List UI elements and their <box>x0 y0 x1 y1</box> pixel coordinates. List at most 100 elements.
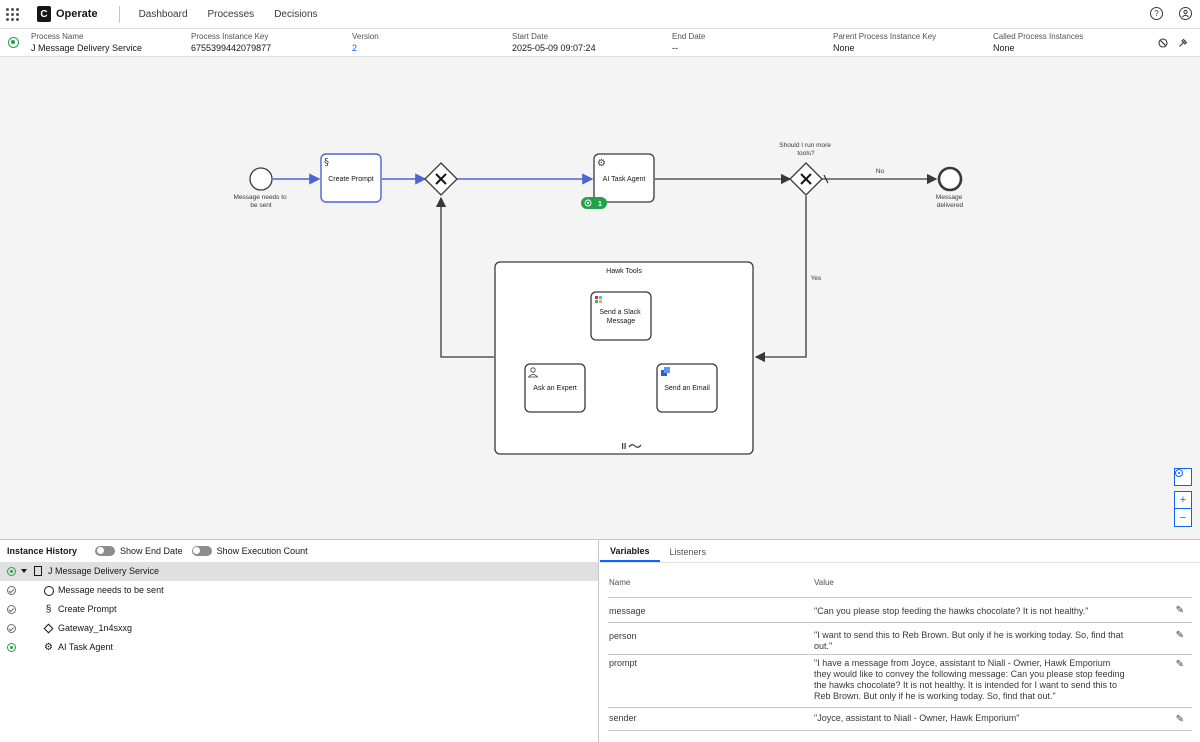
field-end-date: End Date -- <box>672 32 706 53</box>
cancel-instance-icon[interactable] <box>1158 38 1168 48</box>
flow-yes-to-tools <box>754 196 807 363</box>
ai-task-agent-task[interactable] <box>593 153 655 203</box>
field-process-instance-key: Process Instance Key 6755399442079877 <box>191 32 272 53</box>
email-connector-icon <box>661 367 670 376</box>
edit-pencil-icon[interactable]: ✎ <box>1175 659 1184 670</box>
completed-status-icon <box>7 624 16 633</box>
edit-pencil-icon[interactable]: ✎ <box>1175 630 1184 641</box>
badge-status-dot <box>586 201 590 205</box>
label-no: No <box>876 168 885 175</box>
ad-hoc-marker-icon <box>622 443 642 449</box>
user-icon[interactable] <box>1179 7 1192 20</box>
edit-pencil-icon[interactable]: ✎ <box>1175 714 1184 725</box>
history-item-start-event[interactable]: Message needs to be sent <box>0 581 598 600</box>
field-version: Version 2 <box>352 32 379 53</box>
toggle-track[interactable] <box>95 545 116 556</box>
send-email-label: Send an Email <box>664 385 710 392</box>
history-item-create-prompt[interactable]: § Create Prompt <box>0 600 598 619</box>
nav-dashboard[interactable]: Dashboard <box>138 8 188 20</box>
app-switcher-icon[interactable] <box>6 7 19 21</box>
completed-status-icon <box>7 605 16 614</box>
gateway-icon <box>43 623 54 634</box>
show-end-date-toggle[interactable]: Show End Date <box>95 545 183 556</box>
brand-name[interactable]: Operate <box>56 8 98 20</box>
history-item-gateway[interactable]: Gateway_1n4sxxg <box>0 619 598 638</box>
active-status-icon <box>7 567 16 576</box>
version-link[interactable]: 2 <box>352 43 358 53</box>
field-process-name: Process Name J Message Delivery Service <box>31 32 143 53</box>
variable-row-prompt[interactable]: prompt "I have a message from Joyce, ass… <box>608 654 1192 707</box>
script-task-icon: § <box>45 604 52 615</box>
field-called-instances: Called Process Instances None <box>993 32 1084 53</box>
chevron-down-icon[interactable] <box>21 569 27 573</box>
label-yes: Yes <box>811 275 822 282</box>
end-event[interactable] <box>937 166 963 192</box>
bpmn-diagram-svg: Message needs to be sent § Create Prompt… <box>234 142 964 455</box>
send-email-task[interactable] <box>656 363 718 413</box>
flow-tools-to-gateway <box>435 196 494 358</box>
start-event-label-line-wrap: be sent <box>250 202 272 209</box>
user-task-icon <box>527 367 539 378</box>
help-icon[interactable]: ? <box>1150 7 1163 20</box>
field-parent-instance-key: Parent Process Instance Key None <box>833 32 937 53</box>
reset-diagram-zoom-button[interactable] <box>1174 468 1192 486</box>
default-flow-marker <box>823 174 829 184</box>
end-event-label-line: Message <box>936 194 963 201</box>
slack-task-label: Send a Slack Message <box>599 309 642 325</box>
field-start-date: Start Date 2025-05-09 09:07:24 <box>512 32 596 53</box>
badge-count: 1 <box>598 201 602 208</box>
variable-row-message[interactable]: message "Can you please stop feeding the… <box>608 597 1192 622</box>
show-execution-count-toggle[interactable]: Show Execution Count <box>191 545 308 556</box>
instance-history-title: Instance History <box>7 545 78 556</box>
column-header-value: Value <box>814 578 834 587</box>
tab-listeners[interactable]: Listeners <box>669 547 707 557</box>
tab-variables[interactable]: Variables <box>600 546 660 562</box>
modify-instance-icon[interactable] <box>1178 38 1188 48</box>
bottom-panels: Instance History Show End Date Show Exec… <box>0 539 1200 742</box>
history-root-row[interactable]: J Message Delivery Service <box>0 562 598 581</box>
gateway-x-icon <box>435 173 447 185</box>
camunda-logo-icon: C <box>37 6 51 22</box>
edit-pencil-icon[interactable]: ✎ <box>1175 605 1184 616</box>
hawk-tools-title: Hawk Tools <box>606 268 642 275</box>
ask-expert-task[interactable] <box>524 363 586 413</box>
toggle-track[interactable] <box>191 545 212 556</box>
nav-decisions[interactable]: Decisions <box>274 8 318 20</box>
nav-divider <box>118 5 120 23</box>
ai-agent-icon: ⚙ <box>597 158 606 169</box>
decision-question-line: Should I run more <box>779 142 831 149</box>
create-prompt-label: Create Prompt <box>328 176 374 183</box>
ai-task-agent-label: AI Task Agent <box>603 176 646 183</box>
ai-agent-icon: ⚙ <box>44 642 53 653</box>
create-prompt-task[interactable] <box>320 153 382 203</box>
zoom-out-button[interactable]: − <box>1174 509 1192 527</box>
variable-row-sender[interactable]: sender "Joyce, assistant to Niall - Owne… <box>608 707 1192 731</box>
variables-panel: Variables Listeners Name Value message "… <box>600 540 1200 742</box>
end-event-label-line-wrap: delivered <box>937 202 964 209</box>
slack-task-label-line-wrap: Message <box>607 318 636 325</box>
hawk-tools-subprocess[interactable] <box>494 261 754 455</box>
decision-question-line-wrap: tools? <box>797 150 815 157</box>
start-event[interactable] <box>249 167 273 191</box>
send-slack-task[interactable] <box>590 291 652 341</box>
decision-question-label: Should I run more tools? <box>779 142 832 157</box>
instance-header: Process Name J Message Delivery Service … <box>0 29 1200 57</box>
top-navigation-bar: C Operate Dashboard Processes Decisions … <box>0 0 1200 29</box>
instance-history-panel: Instance History Show End Date Show Exec… <box>0 540 599 742</box>
slack-icon <box>595 296 602 303</box>
instance-active-status-icon <box>8 37 19 48</box>
process-document-icon <box>34 566 42 576</box>
bpmn-diagram-canvas[interactable]: Message needs to be sent § Create Prompt… <box>0 57 1200 539</box>
decision-x-icon <box>800 173 812 185</box>
variable-row-person[interactable]: person "I want to send this to Reb Brown… <box>608 622 1192 651</box>
history-item-ai-task-agent[interactable]: ⚙ AI Task Agent <box>0 638 598 657</box>
ask-expert-label: Ask an Expert <box>533 385 577 392</box>
start-event-label-line: Message needs to <box>234 194 288 201</box>
zoom-in-button[interactable]: + <box>1174 491 1192 509</box>
nav-processes[interactable]: Processes <box>207 8 255 20</box>
end-event-label: Message delivered <box>936 194 964 209</box>
column-header-name: Name <box>609 578 631 587</box>
start-event-icon <box>43 585 54 596</box>
active-status-icon <box>7 643 16 652</box>
start-event-label: Message needs to be sent <box>234 194 289 209</box>
